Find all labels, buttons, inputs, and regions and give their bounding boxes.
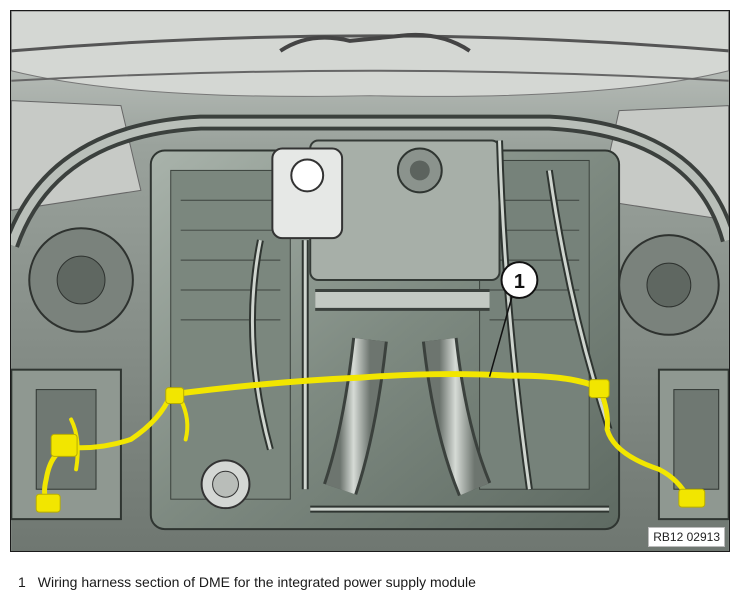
figure-legend: 1 Wiring harness section of DME for the … xyxy=(18,574,728,590)
callout-leader-line xyxy=(488,294,514,377)
callout-number: 1 xyxy=(514,271,525,293)
callout-circle xyxy=(500,261,539,299)
legend-item-number: 1 xyxy=(18,574,26,590)
wiring-harness xyxy=(42,371,692,512)
engine-bay-illustration: 1 RB12 02913 xyxy=(10,10,730,552)
figure-reference-code: RB12 02913 xyxy=(648,527,725,547)
legend-item-text: Wiring harness section of DME for the in… xyxy=(37,574,476,590)
